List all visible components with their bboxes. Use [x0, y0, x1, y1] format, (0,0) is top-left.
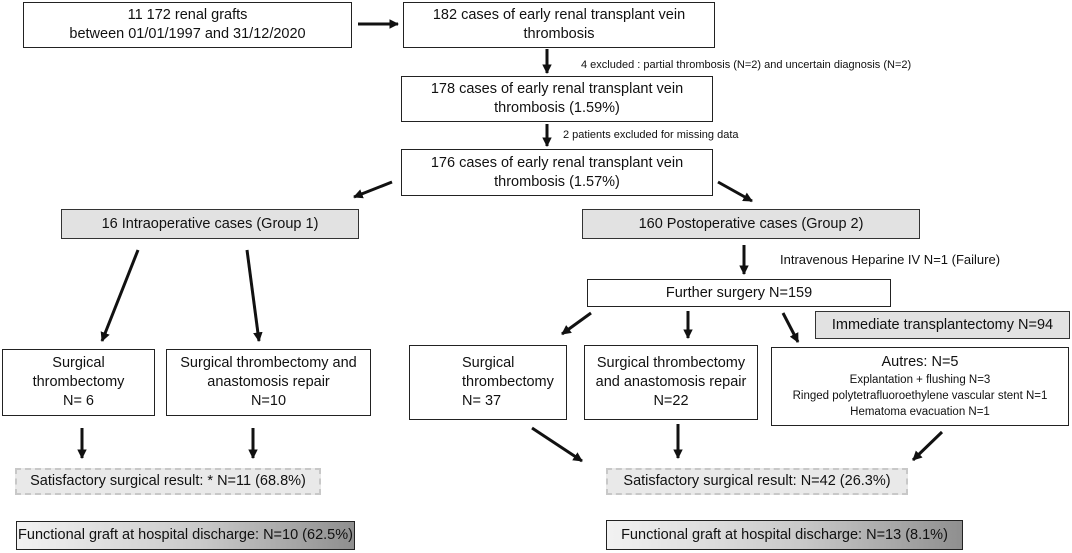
exclusion-note-1: 4 excluded : partial thrombosis (N=2) an…	[581, 59, 912, 71]
group1-thrombectomy-count: N= 6	[62, 393, 95, 409]
group1-satisfactory-label: Satisfactory surgical result: * N=11 (68…	[30, 473, 306, 489]
autres-item-3: Hematoma evacuation N=1	[850, 406, 990, 418]
cases-182-box: 182 cases of early renal transplant vein…	[403, 2, 715, 48]
group1-thrombectomy-box: Surgical thrombectomy N= 6	[2, 349, 155, 416]
group1-box: 16 Intraoperative cases (Group 1)	[61, 209, 359, 239]
group2-repair-count: N=22	[653, 393, 689, 409]
group2-box: 160 Postoperative cases (Group 2)	[582, 209, 920, 239]
group1-thrombectomy-line2: thrombectomy	[32, 374, 125, 390]
cases-176-line2: thrombosis (1.57%)	[494, 173, 620, 190]
group2-thrombectomy-box: Surgical thrombectomy N= 37	[409, 345, 567, 420]
group2-repair-line1: Surgical thrombectomy	[596, 355, 746, 371]
heparin-note: Intravenous Heparine IV N=1 (Failure)	[780, 252, 1001, 267]
cases-178-line1: 178 cases of early renal transplant vein	[430, 81, 684, 97]
group2-repair-line2: and anastomosis repair	[595, 374, 747, 390]
group1-satisfactory-box: Satisfactory surgical result: * N=11 (68…	[15, 468, 321, 495]
group2-functional-box: Functional graft at hospital discharge: …	[606, 520, 963, 550]
group2-satisfactory-box: Satisfactory surgical result: N=42 (26.3…	[606, 468, 908, 495]
cases-182-line2: thrombosis	[523, 26, 595, 42]
group2-thrombectomy-line2: thrombectomy	[462, 374, 554, 390]
total-grafts-box: 11 172 renal grafts between 01/01/1997 a…	[23, 2, 352, 48]
total-grafts-line1: 11 172 renal grafts	[127, 7, 248, 23]
further-surgery-box: Further surgery N=159	[587, 279, 891, 307]
group1-repair-line1: Surgical thrombectomy and	[180, 355, 357, 371]
autres-box: Autres: N=5 Explantation + flushing N=3 …	[771, 347, 1069, 426]
cases-176-line1: 176 cases of early renal transplant vein	[430, 154, 684, 171]
cases-178-box: 178 cases of early renal transplant vein…	[401, 76, 713, 122]
further-surgery-label: Further surgery N=159	[665, 284, 813, 301]
total-grafts-line2: between 01/01/1997 and 31/12/2020	[69, 26, 306, 42]
group1-functional-box: Functional graft at hospital discharge: …	[16, 521, 355, 550]
group2-satisfactory-label: Satisfactory surgical result: N=42 (26.3…	[623, 473, 891, 489]
group1-repair-box: Surgical thrombectomy and anastomosis re…	[166, 349, 371, 416]
cases-182-line1: 182 cases of early renal transplant vein	[432, 7, 686, 23]
transplantectomy-label: Immediate transplantectomy N=94	[831, 316, 1054, 333]
arrow-176-to-group1	[353, 180, 393, 199]
autres-title: Autres: N=5	[881, 354, 959, 370]
arrow-176-to-group2	[717, 180, 753, 203]
group2-thrombectomy-count: N= 37	[462, 393, 502, 409]
group2-thrombectomy-line1: Surgical	[462, 355, 515, 371]
group1-thrombectomy-line1: Surgical	[52, 355, 105, 371]
autres-item-2: Ringed polytetrafluoroethylene vascular …	[792, 390, 1048, 402]
arrow-g2-thrombectomy-to-satisfactory	[531, 426, 583, 463]
arrow-group1-to-thrombectomy	[100, 249, 140, 342]
group1-repair-line2: anastomosis repair	[207, 374, 330, 390]
cases-178-line2: thrombosis (1.59%)	[494, 100, 620, 116]
group1-functional-label: Functional graft at hospital discharge: …	[18, 527, 353, 543]
exclusion-note-2: 2 patients excluded for missing data	[563, 129, 739, 141]
arrow-further-to-thrombectomy	[561, 311, 592, 336]
arrow-autres-to-satisfactory	[911, 430, 944, 462]
group2-repair-box: Surgical thrombectomy and anastomosis re…	[584, 345, 758, 420]
arrow-group1-to-repair	[245, 249, 263, 342]
group2-functional-label: Functional graft at hospital discharge: …	[621, 526, 948, 543]
cases-176-box: 176 cases of early renal transplant vein…	[401, 149, 713, 196]
arrow-further-to-autres	[781, 312, 800, 343]
autres-item-1: Explantation + flushing N=3	[849, 374, 991, 386]
transplantectomy-box: Immediate transplantectomy N=94	[815, 311, 1070, 339]
group2-label: 160 Postoperative cases (Group 2)	[638, 215, 864, 232]
group1-label: 16 Intraoperative cases (Group 1)	[101, 215, 319, 232]
group1-repair-count: N=10	[250, 393, 287, 409]
